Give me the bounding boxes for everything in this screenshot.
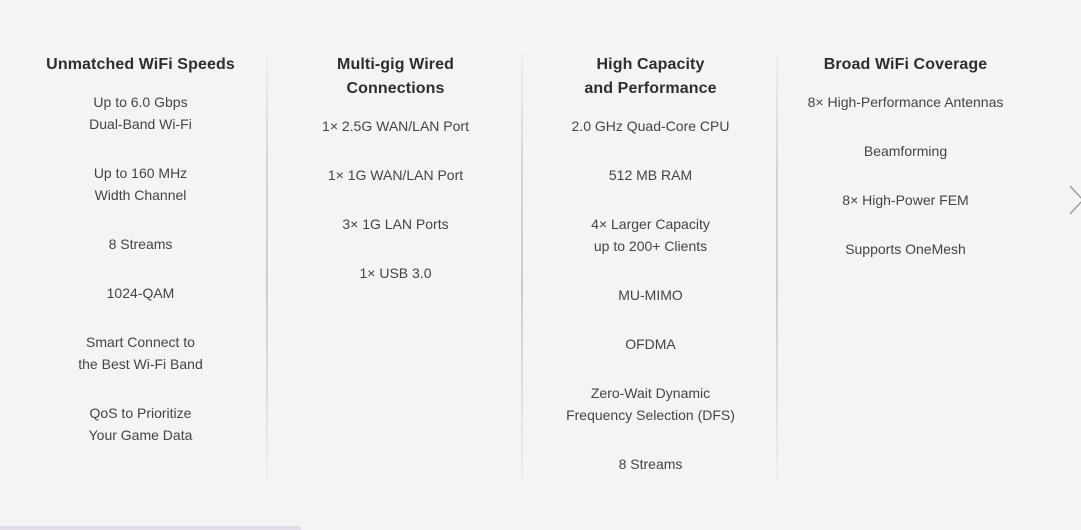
feature-item-line: 1024-QAM <box>106 285 175 301</box>
feature-item-line: 2.0 GHz Quad-Core CPU <box>571 118 730 134</box>
feature-item: 3× 1G LAN Ports <box>268 213 523 235</box>
feature-item: 1× 1G WAN/LAN Port <box>268 164 523 186</box>
feature-item-line: 8 Streams <box>618 456 683 472</box>
column-title-line: Multi-gig Wired <box>337 56 454 73</box>
column-title: Multi-gig Wired Connections <box>268 53 523 101</box>
column-title: High Capacity and Performance <box>523 53 778 101</box>
column-divider <box>776 53 778 481</box>
feature-item-line: Zero-Wait Dynamic <box>590 385 711 401</box>
feature-item: 8 Streams <box>13 233 268 255</box>
feature-list: 2.0 GHz Quad-Core CPU 512 MB RAM 4× Larg… <box>523 115 778 475</box>
column-title-line: Broad WiFi Coverage <box>823 56 988 73</box>
feature-column-wired-connections: Multi-gig Wired Connections 1× 2.5G WAN/… <box>268 53 523 502</box>
feature-item: Smart Connect to the Best Wi-Fi Band <box>13 331 268 375</box>
feature-item-line: Dual-Band Wi-Fi <box>89 116 192 132</box>
feature-column-wifi-speeds: Unmatched WiFi Speeds Up to 6.0 Gbps Dua… <box>13 53 268 502</box>
feature-item: Up to 160 MHz Width Channel <box>13 162 268 206</box>
feature-item-line: 8× High-Performance Antennas <box>807 94 1004 110</box>
feature-item-line: 4× Larger Capacity <box>591 216 710 232</box>
feature-item-line: Smart Connect to <box>86 334 195 350</box>
feature-item-line: Up to 6.0 Gbps <box>93 94 188 110</box>
feature-column-capacity-performance: High Capacity and Performance 2.0 GHz Qu… <box>523 53 778 502</box>
horizontal-scrollbar[interactable] <box>0 526 1081 530</box>
feature-item: 1× USB 3.0 <box>268 262 523 284</box>
feature-column-wifi-coverage: Broad WiFi Coverage 8× High-Performance … <box>778 53 1033 502</box>
feature-item-line: 1× 2.5G WAN/LAN Port <box>322 118 469 134</box>
scrollbar-thumb[interactable] <box>0 526 301 530</box>
column-title-line: and Performance <box>584 80 717 97</box>
feature-item: Zero-Wait Dynamic Frequency Selection (D… <box>523 382 778 426</box>
feature-item-line: 1× 1G WAN/LAN Port <box>327 167 464 183</box>
feature-item-line: Width Channel <box>94 187 187 203</box>
feature-item-line: 512 MB RAM <box>608 167 693 183</box>
column-title: Broad WiFi Coverage <box>778 53 1033 77</box>
feature-item-line: the Best Wi-Fi Band <box>78 356 203 372</box>
feature-columns: Unmatched WiFi Speeds Up to 6.0 Gbps Dua… <box>13 53 1033 502</box>
feature-item-line: Frequency Selection (DFS) <box>566 407 735 423</box>
feature-item-line: 3× 1G LAN Ports <box>342 216 449 232</box>
feature-item: 4× Larger Capacity up to 200+ Clients <box>523 213 778 257</box>
feature-item-line: MU-MIMO <box>618 287 683 303</box>
feature-item-line: 8× High-Power FEM <box>842 192 969 208</box>
column-divider <box>266 53 268 481</box>
feature-item: 512 MB RAM <box>523 164 778 186</box>
feature-item: 8× High-Performance Antennas <box>778 91 1033 113</box>
feature-item: Supports OneMesh <box>778 238 1033 260</box>
feature-item-line: Beamforming <box>863 143 948 159</box>
feature-list: 8× High-Performance Antennas Beamforming… <box>778 91 1033 260</box>
feature-item: 8× High-Power FEM <box>778 189 1033 211</box>
chevron-right-icon <box>1069 185 1081 215</box>
feature-list: Up to 6.0 Gbps Dual-Band Wi-Fi Up to 160… <box>13 91 268 446</box>
feature-item-line: 1× USB 3.0 <box>359 265 432 281</box>
feature-item: QoS to Prioritize Your Game Data <box>13 402 268 446</box>
feature-item: Up to 6.0 Gbps Dual-Band Wi-Fi <box>13 91 268 135</box>
feature-item-line: Up to 160 MHz <box>93 165 188 181</box>
feature-item: 1024-QAM <box>13 282 268 304</box>
column-title: Unmatched WiFi Speeds <box>13 53 268 77</box>
feature-item: MU-MIMO <box>523 284 778 306</box>
feature-item-line: Supports OneMesh <box>845 241 966 257</box>
feature-item: 1× 2.5G WAN/LAN Port <box>268 115 523 137</box>
feature-item-line: QoS to Prioritize <box>89 405 192 421</box>
feature-item: OFDMA <box>523 333 778 355</box>
feature-item-line: up to 200+ Clients <box>593 238 708 254</box>
feature-item: Beamforming <box>778 140 1033 162</box>
feature-item: 2.0 GHz Quad-Core CPU <box>523 115 778 137</box>
column-divider <box>521 53 523 481</box>
column-title-line: High Capacity <box>596 56 705 73</box>
column-title-line: Unmatched WiFi Speeds <box>46 56 235 73</box>
feature-item: 8 Streams <box>523 453 778 475</box>
next-slide-button[interactable] <box>1068 184 1081 216</box>
feature-item-line: 8 Streams <box>108 236 173 252</box>
feature-list: 1× 2.5G WAN/LAN Port 1× 1G WAN/LAN Port … <box>268 115 523 284</box>
feature-item-line: OFDMA <box>625 336 676 352</box>
feature-item-line: Your Game Data <box>88 427 193 443</box>
column-title-line: Connections <box>346 80 445 97</box>
